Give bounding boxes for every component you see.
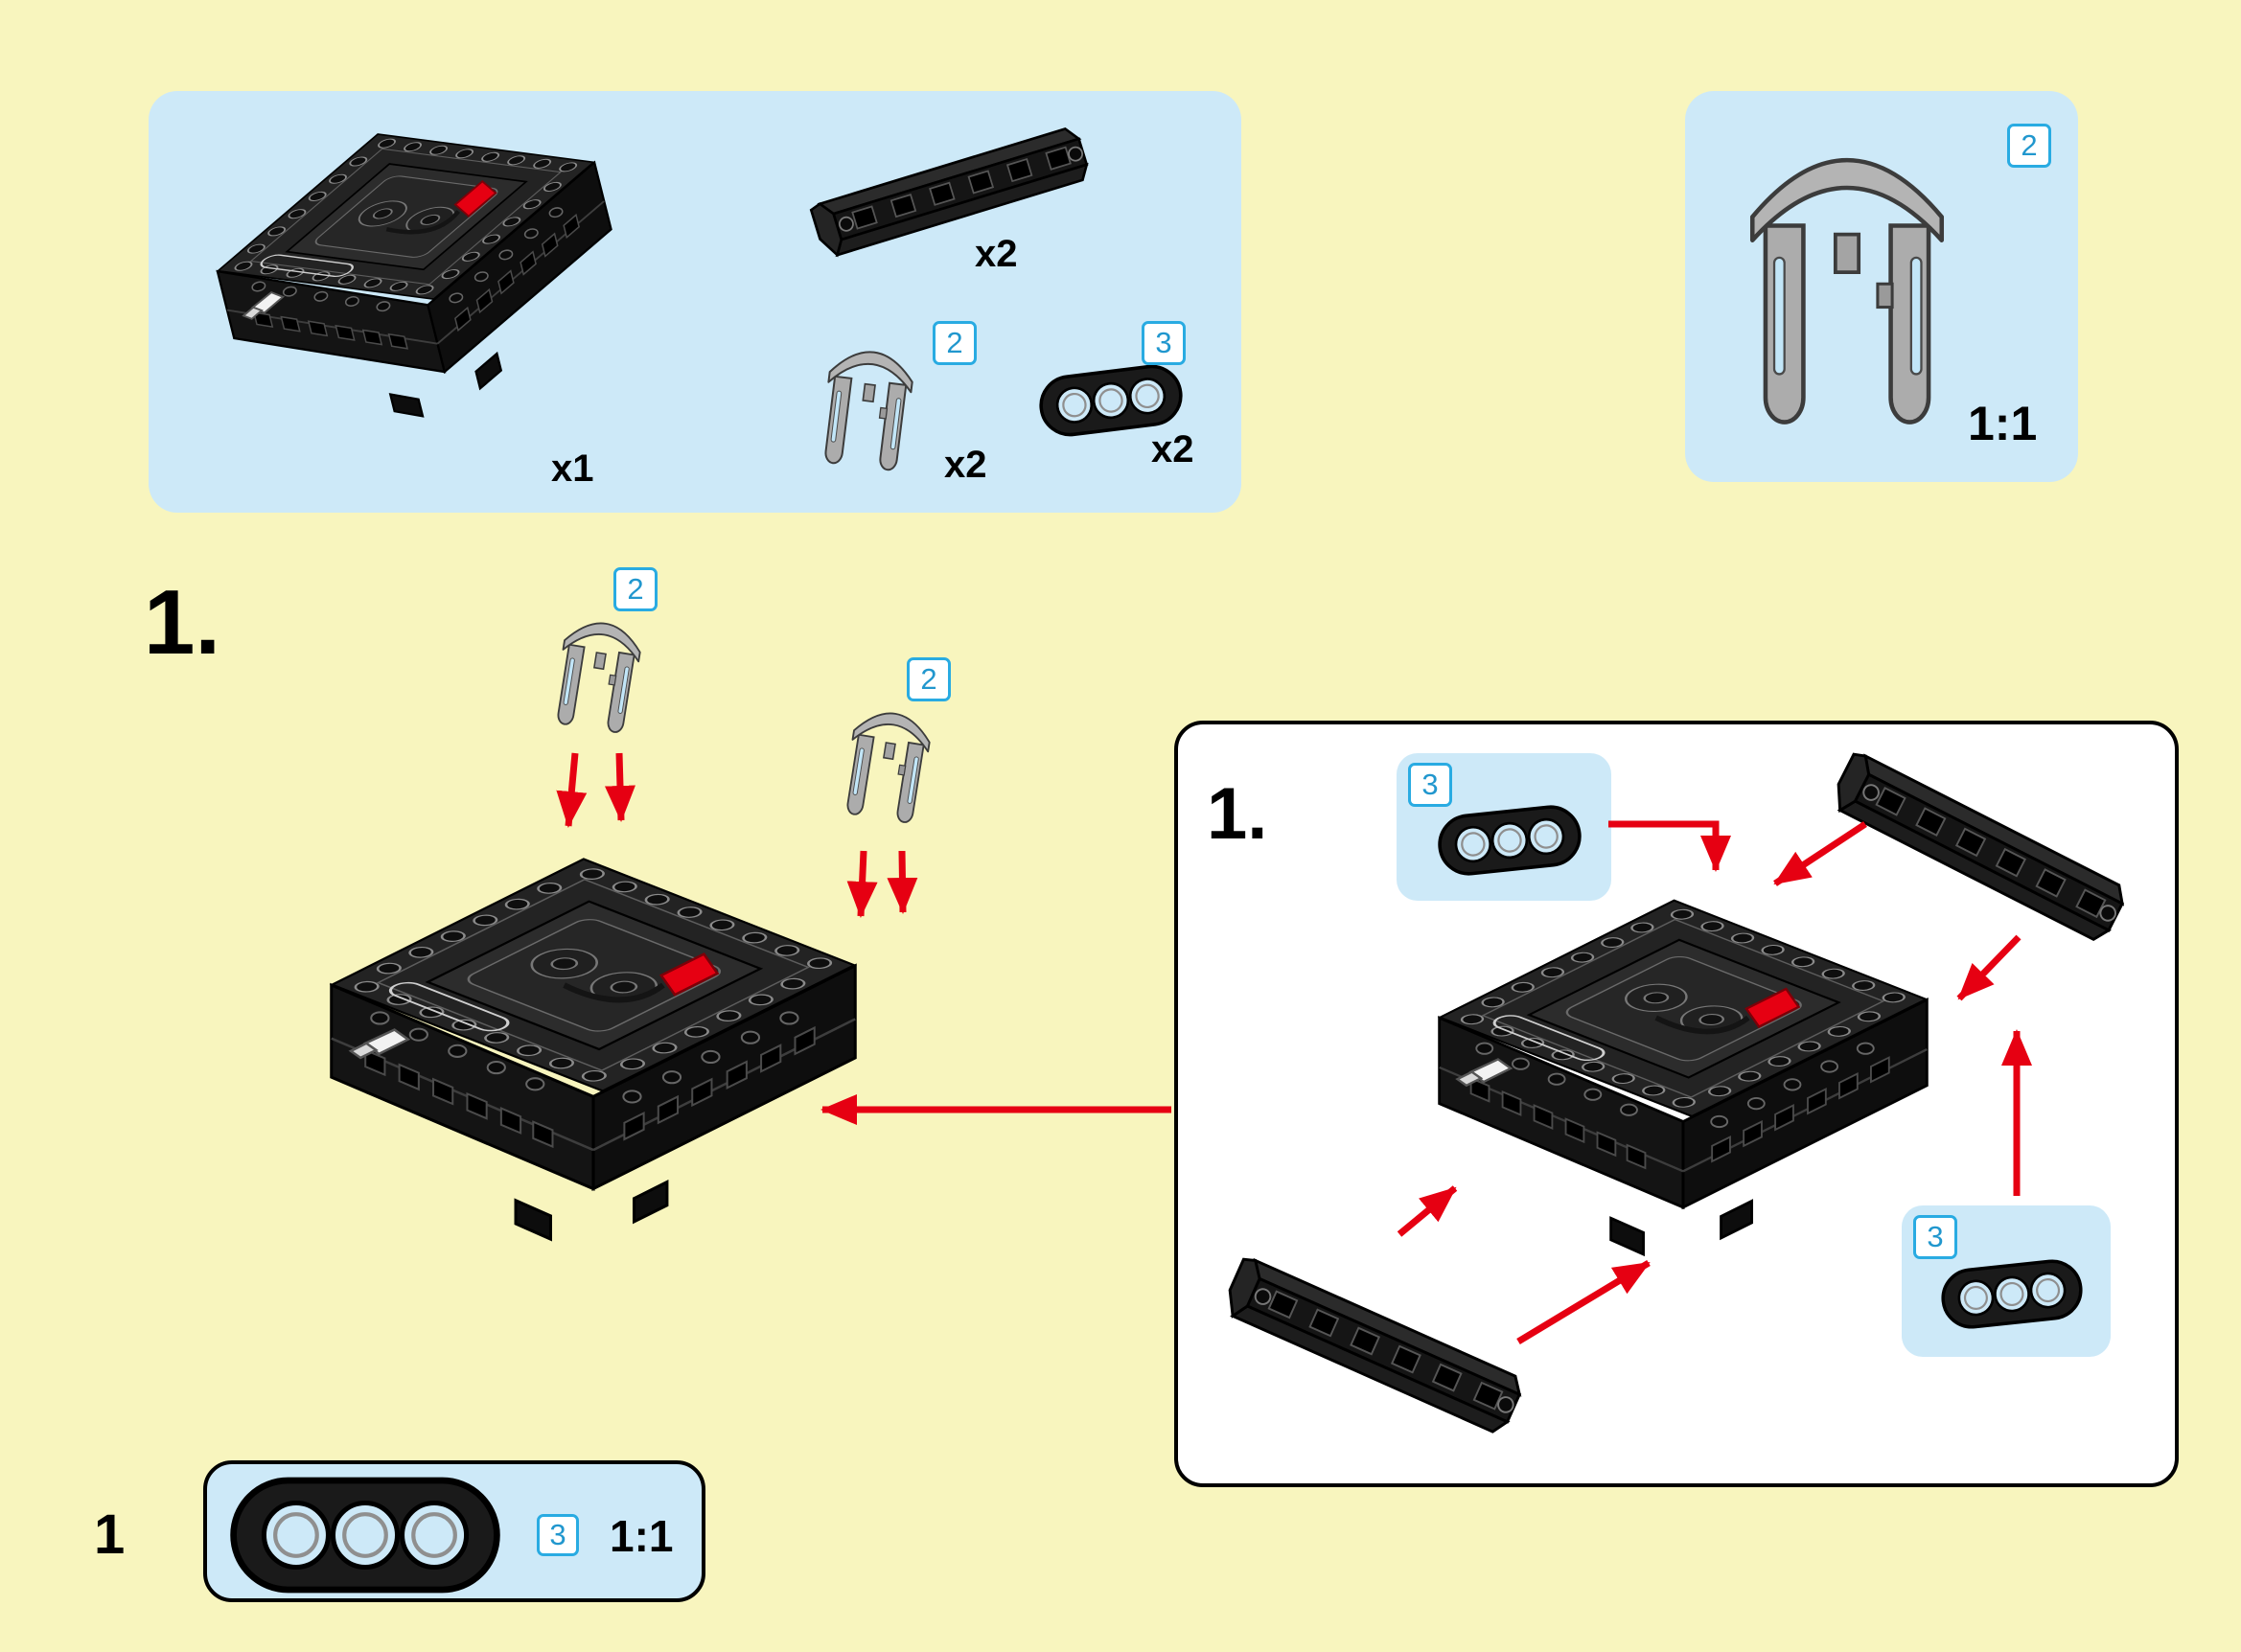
liftarm-callout-top: 3: [1397, 753, 1611, 901]
liftarm-scale-panel: 3 1:1: [203, 1460, 705, 1602]
fork-scale-panel: 2 1:1: [1685, 91, 2078, 482]
substep-panel: 1. 3 3: [1174, 721, 2179, 1487]
part-ref-badge: 3: [1408, 763, 1452, 807]
fork-qty: x2: [944, 444, 987, 486]
battery-box-art: [146, 46, 699, 515]
substep-assembly-art: [1385, 864, 1981, 1316]
scale-1to1-label: 1:1: [610, 1511, 674, 1561]
battery-box-qty: x1: [551, 447, 594, 490]
fork-part-art: [811, 325, 924, 486]
liftarm-callout-bottom: 3: [1902, 1205, 2111, 1357]
parts-callout-panel: x1 x2 2 x2 3 x2: [149, 91, 1241, 513]
insert-arrow: [604, 752, 635, 822]
part-ref-badge: 2: [613, 567, 658, 611]
fork-part-art: [1738, 112, 1956, 454]
liftarm-3-art: [1937, 1255, 2087, 1332]
liftarm-qty: x2: [1151, 428, 1194, 470]
scale-1to1-label: 1:1: [1968, 397, 2038, 450]
part-ref-badge: 3: [1913, 1215, 1957, 1259]
part-ref-badge: 3: [1142, 321, 1186, 365]
part-ref-badge: 3: [537, 1514, 579, 1556]
fork-part-art: [543, 598, 652, 748]
part-ref-badge: 2: [933, 321, 977, 365]
flat-beam-art: [800, 108, 1098, 266]
liftarm-3-art: [228, 1476, 502, 1595]
main-assembly-art: [273, 820, 913, 1305]
step-number: 1.: [144, 571, 221, 674]
part-ref-badge: 2: [2007, 124, 2051, 168]
fork-part-art: [833, 688, 941, 838]
substep-number: 1.: [1207, 773, 1268, 855]
page-number: 1: [94, 1503, 126, 1566]
insert-arrow: [556, 752, 588, 828]
flat-beam-qty: x2: [975, 233, 1018, 275]
part-ref-badge: 2: [907, 657, 951, 701]
